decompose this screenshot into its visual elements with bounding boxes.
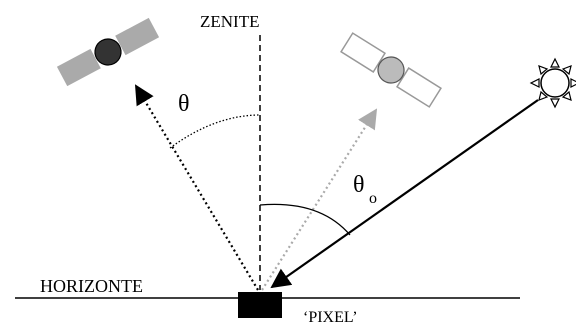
view-zenith-angle-arc bbox=[169, 114, 261, 149]
pixel-label: ‘PIXEL’ bbox=[303, 309, 358, 326]
satellite-icon bbox=[56, 17, 160, 87]
theta-label: θ bbox=[178, 91, 190, 117]
pixel-block bbox=[238, 292, 282, 318]
zenith-label: ZENITE bbox=[200, 12, 259, 31]
solar-direction-line bbox=[270, 99, 539, 289]
sun-icon bbox=[529, 57, 576, 109]
theta-o-subscript: o bbox=[369, 190, 377, 207]
theta-o-label: θ o bbox=[353, 172, 377, 207]
theta-o-symbol: θ bbox=[353, 172, 365, 198]
secondary-direction-line bbox=[261, 108, 378, 291]
solar-zenith-angle-arc bbox=[259, 203, 351, 236]
horizon-label: HORIZONTE bbox=[40, 276, 143, 296]
satellite-icon bbox=[340, 32, 442, 108]
